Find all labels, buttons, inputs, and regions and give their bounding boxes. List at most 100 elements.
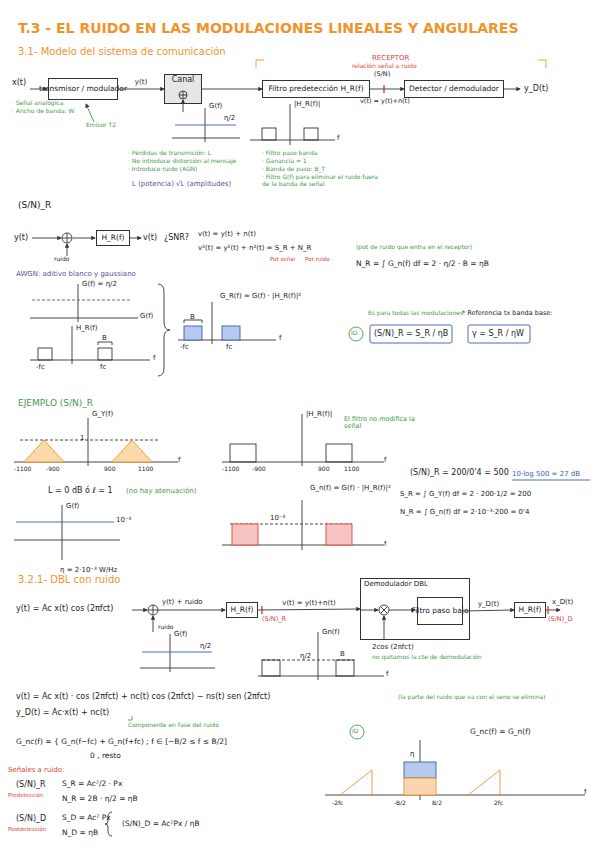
- annotation-text: 10·log 500 = 27 dB: [512, 470, 580, 478]
- art-line: [504, 89, 520, 90]
- annotation-text: RECEPTOR: [372, 54, 409, 62]
- process-box: H_R(f): [226, 602, 258, 618]
- annotation-text: Pot ruido: [305, 256, 330, 262]
- annotation-text: fc: [226, 343, 232, 351]
- annotation-text: H_R(f): [76, 324, 98, 332]
- annotation-text: Postdetección: [8, 826, 46, 832]
- art-rect: [222, 326, 240, 340]
- annotation-text: G_Y(f): [92, 410, 113, 418]
- annotation-text: (S/N)_R: [18, 200, 51, 210]
- signal-arrow: [202, 89, 262, 90]
- annotation-text: B: [102, 334, 107, 342]
- annotation-text: ¿SNR?: [164, 233, 189, 242]
- annotation-text: -fc: [36, 363, 45, 371]
- art-line: [172, 138, 240, 139]
- annotation-text: N_R = ∫ G_n(f) df = 2 · η/2 · B = ηB: [356, 260, 489, 269]
- annotation-text: 10⁻³: [116, 516, 131, 524]
- art-rect: [404, 762, 436, 778]
- annotation-text: v(t): [143, 233, 157, 242]
- annotation-text: L = 0 dB ó ℓ = 1: [48, 486, 113, 495]
- annotation-text: Señales a ruido:: [8, 766, 64, 774]
- process-box: transmisor / modulador: [48, 78, 118, 100]
- annotation-text: · Señal analógica: [12, 100, 63, 107]
- art-line: [32, 300, 132, 301]
- annotation-text: (S/N)_R = S_R / ηB: [374, 329, 448, 338]
- signal-arrow: [370, 89, 404, 90]
- annotation-text: G_nc(f) = { G_n(f−fc) + G_n(f+fc) ; f ∈ …: [16, 738, 227, 747]
- inner-block: Filtro paso bajo: [417, 597, 463, 625]
- art-line: [183, 100, 184, 112]
- art-line: [290, 104, 291, 145]
- annotation-text: G_R(f) = G(f) · |H_R(f)|²: [220, 292, 301, 300]
- annotation-text: · Pérdidas de transmisión: L: [128, 150, 211, 157]
- signal-arrow: [258, 609, 360, 610]
- art-path: [340, 770, 372, 795]
- box-text: H_R(f): [101, 234, 124, 242]
- process-box: H_R(f): [96, 230, 130, 246]
- art-rect: [468, 325, 530, 343]
- annotation-text: Emisor T2: [86, 122, 116, 129]
- annotation-text: γ = S_R / ηW: [472, 329, 524, 338]
- annotation-text: AWGN: aditivo blanco y gaussiano: [16, 270, 136, 278]
- annotation-text: 2fc: [494, 800, 503, 807]
- art-path: [86, 104, 94, 122]
- process-box: Demodulador DBLFiltro paso bajo: [360, 578, 470, 640]
- art-line: [67, 233, 68, 243]
- box-text: H_R(f): [230, 606, 253, 614]
- annotation-text: y_D(t): [524, 84, 548, 93]
- art-path: [128, 716, 132, 720]
- annotation-text: η: [410, 750, 414, 758]
- annotation-text: * Referencia tx banda base:: [462, 310, 552, 317]
- annotation-text: -fc: [180, 343, 189, 351]
- signal-arrow: [463, 610, 514, 611]
- annotation-text: no quitamos la cte de demodulación: [372, 654, 482, 661]
- annotation-text: η/2: [200, 642, 211, 650]
- art-line: [302, 500, 303, 550]
- annotation-text: (S/N)_R = 200/0'4 = 500: [410, 468, 509, 477]
- annotation-text: -900: [46, 466, 60, 473]
- art-line: [140, 668, 215, 669]
- annotation-text: |H_R(f)|: [294, 100, 320, 108]
- annotation-text: 10⁻³: [270, 514, 285, 522]
- annotation-text: · Filtro G(f) para eliminar el ruido fue…: [262, 174, 382, 188]
- art-rect: [230, 444, 256, 462]
- annotation-text: η/2: [300, 652, 311, 660]
- art-rect: [262, 128, 276, 140]
- art-g: [14, 60, 590, 836]
- art-polygon: [112, 440, 152, 462]
- annotation-text: G(f) = η/2: [82, 280, 117, 288]
- art-rect: [164, 74, 202, 104]
- annotation-text: ID: [352, 728, 358, 735]
- art-rect: [326, 444, 352, 462]
- art-rect: [38, 348, 52, 360]
- annotation-text: f: [153, 354, 155, 362]
- annotation-text: · Introduce ruido (AGN): [128, 166, 197, 173]
- art-line: [212, 302, 213, 344]
- annotation-text: ruido: [158, 624, 173, 631]
- art-line: [72, 326, 73, 364]
- annotation-text: y(t) + ruido: [162, 598, 203, 606]
- art-line: [88, 418, 89, 466]
- annotation-text: -1100: [222, 466, 239, 473]
- annotation-text: B/2: [432, 800, 442, 807]
- annotation-text: G_n(f) = G(f) · |H_R(f)|²: [310, 484, 391, 492]
- process-box: Canal: [164, 74, 202, 104]
- art-line: [14, 540, 120, 541]
- annotation-text: S_R = Ac²/2 · Px: [62, 780, 122, 789]
- art-line: [78, 284, 79, 322]
- art-path: [98, 342, 112, 345]
- process-box: Filtro predetección H_R(f): [262, 80, 370, 98]
- art-line: [153, 616, 154, 632]
- art-line: [381, 607, 388, 614]
- annotation-text: · Banda de paso: B_T: [262, 166, 325, 173]
- annotation-text: 1100: [344, 466, 359, 473]
- art-line: [62, 505, 63, 560]
- art-line: [142, 652, 212, 653]
- annotation-text: y_D(t) = Ac·x(t) + nc(t): [16, 708, 109, 717]
- annotation-text: · No introduce distorsión al mensaje: [128, 158, 236, 165]
- annotation-text: ruido: [54, 256, 69, 263]
- art-line: [132, 610, 147, 611]
- art-line: [170, 634, 171, 672]
- art-line: [158, 610, 225, 611]
- annotation-text: Predetección: [8, 792, 44, 798]
